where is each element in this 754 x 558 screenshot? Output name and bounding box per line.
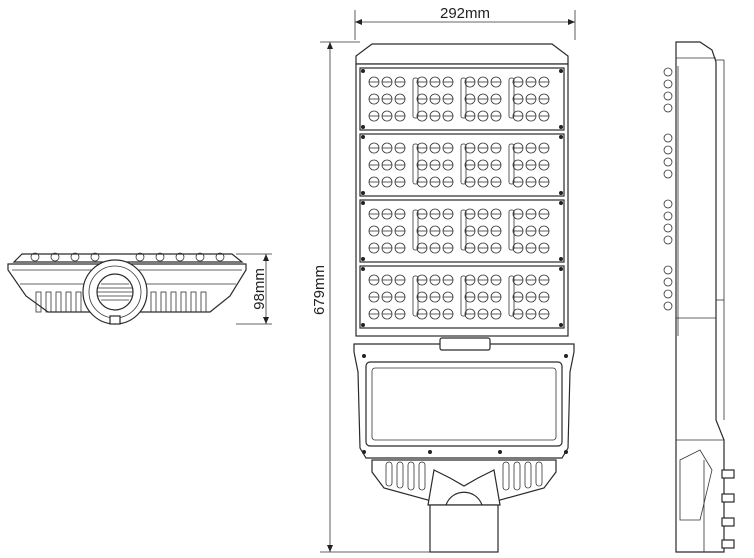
side-view (663, 41, 735, 553)
module-strip (460, 209, 467, 251)
module-screw (361, 125, 365, 129)
side-led-bump (663, 277, 673, 287)
module-strip (412, 143, 419, 185)
side-led-bump (663, 211, 673, 221)
side-led-bumps (663, 67, 673, 311)
side-led-bump (663, 157, 673, 167)
side-led-bump (663, 133, 673, 143)
module-strip (508, 77, 515, 119)
end-view-led-bumps (30, 252, 225, 262)
side-led-bump (663, 79, 673, 89)
side-led-bump (663, 91, 673, 101)
side-led-bump (663, 67, 673, 77)
bottom-fins (385, 461, 543, 491)
module-screw (361, 267, 365, 271)
side-led-bump (663, 265, 673, 275)
module-screw (559, 69, 563, 73)
side-led-bump (663, 235, 673, 245)
side-led-bump (663, 289, 673, 299)
module-strip (460, 275, 467, 317)
module-screw (559, 191, 563, 195)
side-led-bump (663, 145, 673, 155)
module-screw (559, 135, 563, 139)
module-strip (412, 209, 419, 251)
module-strip (508, 143, 515, 185)
led-modules (359, 67, 565, 329)
module-screw (559, 267, 563, 271)
width-dimension: 292mm (354, 5, 576, 40)
module-strip (508, 275, 515, 317)
module-screw (361, 135, 365, 139)
module-screw (361, 257, 365, 261)
module-strip (460, 77, 467, 119)
side-led-bump (663, 103, 673, 113)
end-view-fins (35, 291, 207, 313)
length-label: 679mm (311, 265, 328, 315)
front-view: 292mm 679mm (311, 5, 576, 553)
module-screw (559, 323, 563, 327)
module-screw (361, 323, 365, 327)
side-led-bump (663, 223, 673, 233)
module-strip (412, 275, 419, 317)
driver-screws (362, 354, 568, 454)
module-screw (559, 201, 563, 205)
side-led-bump (663, 301, 673, 311)
height-label: 98mm (251, 268, 268, 310)
module-screw (559, 257, 563, 261)
module-screw (361, 191, 365, 195)
side-led-bump (663, 169, 673, 179)
module-strip (508, 209, 515, 251)
width-label: 292mm (440, 5, 490, 22)
length-dimension: 679mm (311, 41, 430, 553)
module-screw (559, 125, 563, 129)
module-strip (412, 77, 419, 119)
end-view: 98mm (7, 252, 272, 325)
side-led-bump (663, 199, 673, 209)
module-screw (361, 69, 365, 73)
module-strip (460, 143, 467, 185)
height-dimension: 98mm (236, 253, 272, 325)
module-screw (361, 201, 365, 205)
